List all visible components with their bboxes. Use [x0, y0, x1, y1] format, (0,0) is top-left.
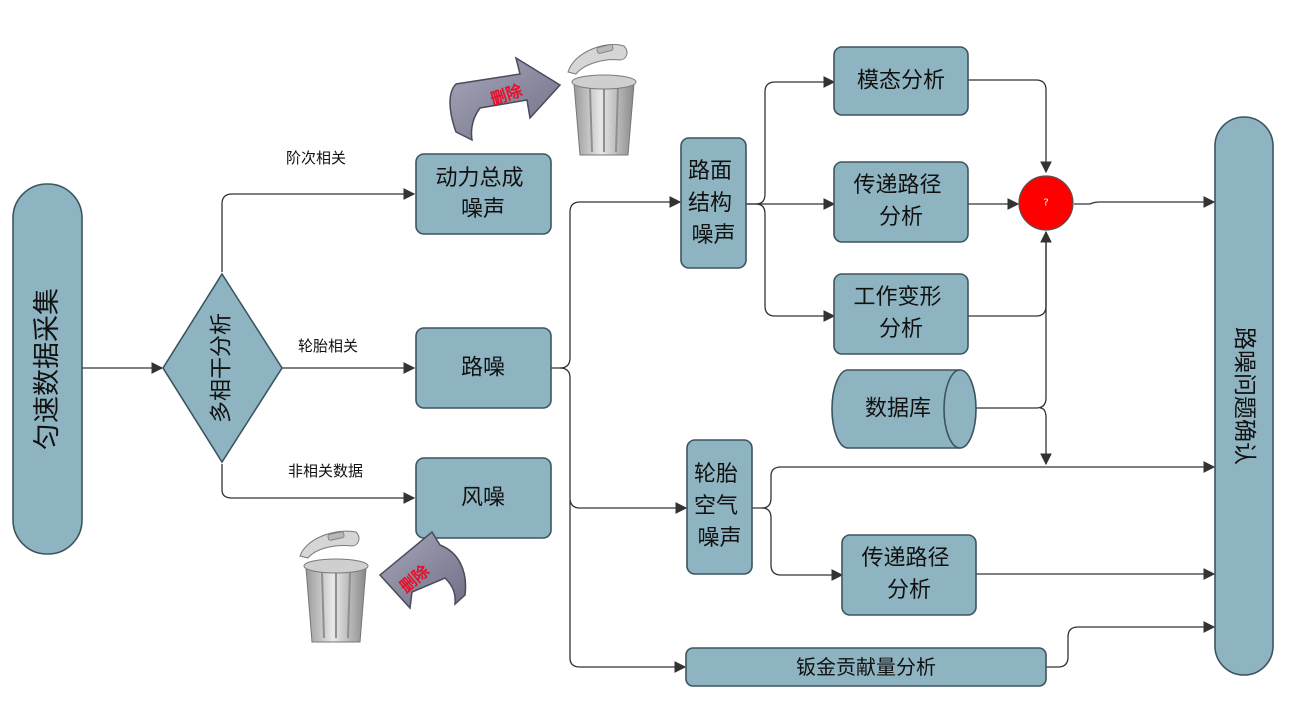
delete-arrow-top: 删除	[449, 56, 562, 142]
ods-label-2: 分析	[879, 317, 923, 342]
edge-road-panel	[569, 500, 687, 673]
collect-label: 匀速数据采集	[32, 288, 63, 450]
confirm-node: 路噪问题确认	[1214, 116, 1274, 676]
structure-label-3: 噪声	[691, 223, 735, 248]
trash-can-top-icon	[567, 44, 637, 156]
ods-node: 工作变形 分析	[833, 273, 969, 355]
tire-air-label-1: 轮胎	[694, 462, 738, 487]
junction-node: ?	[1018, 175, 1074, 231]
road-noise-node: 路噪	[415, 327, 552, 409]
svg-text:轮胎 空气 噪声: 轮胎 空气 噪声	[694, 462, 745, 551]
edge-labels: 阶次相关 轮胎相关 非相关数据	[286, 149, 363, 480]
edge-label-tire: 轮胎相关	[298, 337, 358, 355]
tpa1-label-2: 分析	[879, 205, 923, 230]
modal-label: 模态分析	[857, 69, 945, 94]
structure-noise-node: 路面 结构 噪声	[680, 137, 747, 269]
svg-text:传递路径 分析: 传递路径 分析	[853, 173, 948, 230]
confirm-label: 路噪问题确认	[1231, 327, 1257, 465]
svg-text:工作变形 分析: 工作变形 分析	[853, 285, 948, 342]
edge-panel-confirm	[1046, 621, 1216, 668]
edge-label-order: 阶次相关	[286, 149, 346, 167]
structure-label-2: 结构	[688, 191, 732, 216]
edge-database-down	[1039, 407, 1052, 466]
svg-text:传递路径 分析: 传递路径 分析	[861, 546, 956, 603]
powertrain-node: 动力总成 噪声	[415, 153, 552, 235]
tpa1-node: 传递路径 分析	[833, 161, 969, 243]
panel-contribution-label: 钣金贡献量分析	[796, 655, 936, 679]
powertrain-label-2: 噪声	[461, 197, 505, 222]
database-node: 数据库	[831, 369, 977, 449]
edge-junction-confirm	[1074, 196, 1216, 208]
tire-air-label-2: 空气	[694, 494, 738, 519]
svg-text:动力总成 噪声: 动力总成 噪声	[435, 166, 530, 222]
edge-road-structure	[551, 196, 682, 369]
edge-structure-ods	[755, 203, 836, 322]
wind-noise-node: 风噪	[415, 457, 552, 539]
edge-structure-modal	[746, 76, 836, 205]
edge-coherence-wind	[221, 464, 416, 504]
structure-label-1: 路面	[688, 159, 732, 184]
trash-can-bottom-icon	[299, 530, 369, 643]
nodes: 匀速数据采集 多相干分析 动力总成 噪声 路噪 风噪	[12, 46, 1274, 687]
svg-text:路面 结构 噪声: 路面 结构 噪声	[688, 159, 739, 248]
edge-label-noncorr: 非相关数据	[288, 462, 363, 480]
modal-node: 模态分析	[833, 46, 969, 116]
database-label: 数据库	[865, 397, 931, 422]
coherence-node: 多相干分析	[162, 272, 283, 464]
delete-arrow-bottom: 删除	[378, 530, 467, 610]
edge-ods-junction	[968, 230, 1052, 317]
tpa2-label-1: 传递路径	[861, 546, 949, 571]
powertrain-label-1: 动力总成	[435, 166, 523, 191]
edge-tireair-confirm	[752, 461, 1216, 509]
edge-road-tireair	[559, 367, 688, 514]
tpa2-node: 传递路径 分析	[841, 534, 977, 616]
wind-noise-label: 风噪	[461, 486, 505, 511]
coherence-label: 多相干分析	[210, 313, 235, 423]
tpa1-label-1: 传递路径	[853, 173, 941, 198]
road-noise-label: 路噪	[461, 356, 505, 381]
edge-modal-junction	[968, 79, 1052, 174]
tire-air-noise-node: 轮胎 空气 噪声	[686, 439, 753, 575]
tire-air-label-3: 噪声	[697, 526, 741, 551]
collect-node: 匀速数据采集	[12, 183, 83, 555]
edge-tireair-tpa2	[761, 507, 844, 581]
tpa2-label-2: 分析	[887, 578, 931, 603]
junction-label: ?	[1043, 198, 1048, 209]
panel-contribution-node: 钣金贡献量分析	[685, 647, 1047, 687]
connectors	[82, 76, 1216, 673]
edge-coherence-powertrain	[221, 188, 416, 272]
edge-database-junction	[976, 232, 1047, 409]
ods-label-1: 工作变形	[853, 285, 941, 310]
